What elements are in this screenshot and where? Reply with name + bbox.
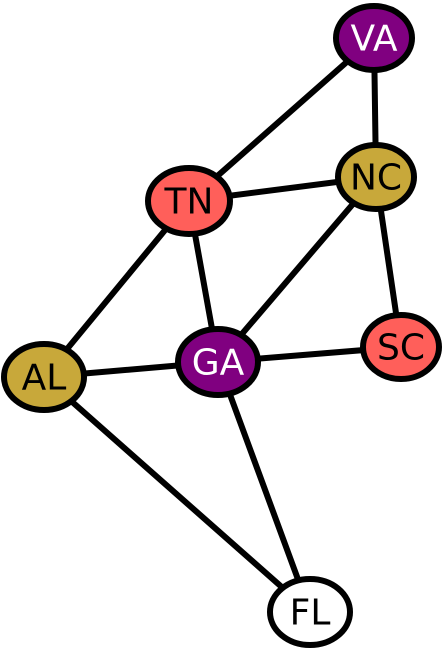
node-va: VA	[333, 3, 415, 73]
node-circle-sc	[360, 312, 442, 382]
node-label-fl: FL	[290, 593, 331, 634]
node-circle-tn	[145, 165, 233, 237]
node-circle-ga	[175, 326, 261, 398]
node-label-va: VA	[351, 19, 398, 60]
node-tn: TN	[145, 165, 233, 237]
node-circle-al	[1, 341, 87, 413]
node-nc: NC	[335, 142, 417, 212]
node-circle-fl	[267, 576, 353, 648]
node-label-tn: TN	[164, 182, 214, 223]
edge-al-fl	[41, 374, 313, 615]
node-fl: FL	[267, 576, 353, 648]
node-al: AL	[1, 341, 87, 413]
edge-ga-fl	[215, 359, 313, 615]
node-label-nc: NC	[350, 158, 402, 199]
node-ga: GA	[175, 326, 261, 398]
edges-layer	[41, 35, 404, 615]
node-label-ga: GA	[192, 343, 245, 384]
node-label-al: AL	[22, 358, 67, 399]
node-circle-nc	[335, 142, 417, 212]
node-circle-va	[333, 3, 415, 73]
edge-nc-ga	[215, 174, 379, 365]
edge-va-tn	[186, 35, 377, 204]
nodes-layer: VA NC TN SC GA AL FL	[1, 3, 442, 648]
node-label-sc: SC	[377, 328, 425, 369]
node-sc: SC	[360, 312, 442, 382]
